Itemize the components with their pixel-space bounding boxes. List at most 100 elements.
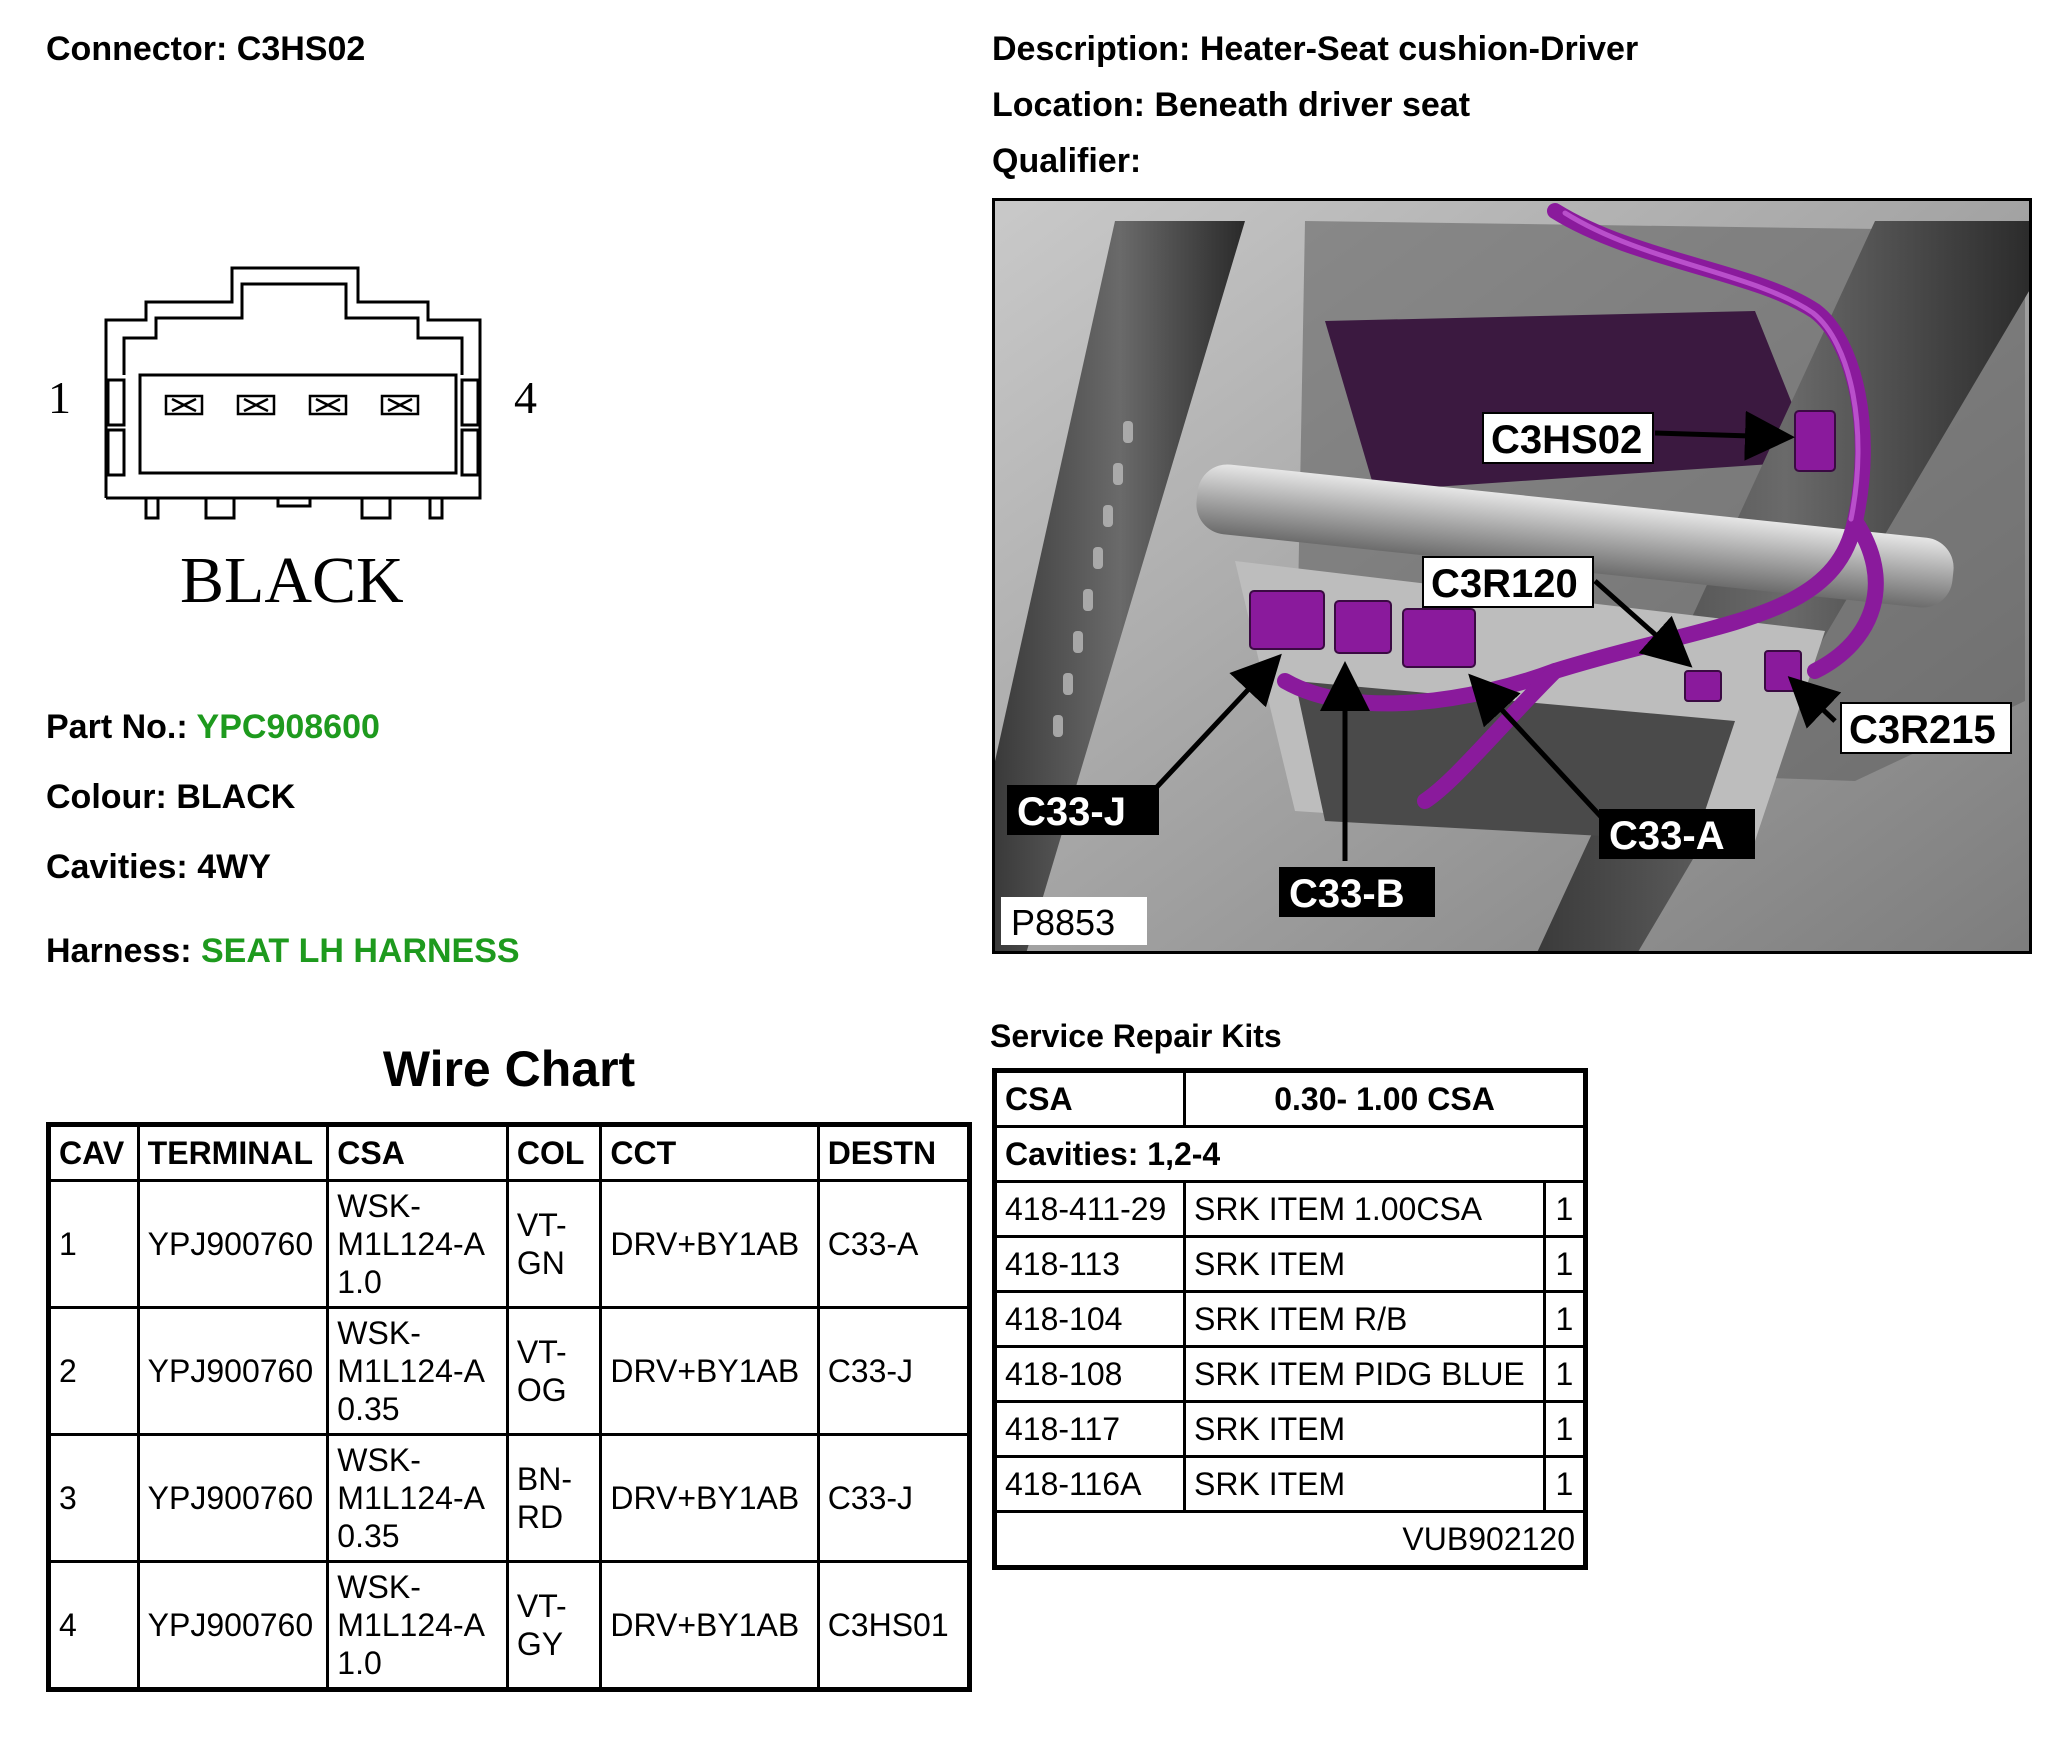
list-item: 418-104 SRK ITEM R/B 1 — [992, 1290, 1588, 1348]
location-photo: C3HS02 C3R120 C3R215 C33-J C33-B C33-A P… — [992, 198, 2032, 954]
srk-csa-row: CSA 0.30- 1.00 CSA — [992, 1069, 1587, 1128]
csa-line-1: WSK- — [337, 1188, 421, 1224]
col-header-cav: CAV — [47, 1123, 140, 1182]
csa-line-3: 1.0 — [337, 1264, 382, 1300]
list-item: 418-117 SRK ITEM 1 — [992, 1400, 1588, 1458]
cavity-4 — [380, 394, 420, 416]
pin-1-label: 1 — [48, 372, 71, 423]
service-kits-title: Service Repair Kits — [990, 1018, 1282, 1054]
srk-cavities: Cavities: 1,2-4 — [993, 1125, 1587, 1183]
cell-destn: C33-A — [816, 1179, 972, 1309]
cell-cct: DRV+BY1AB — [599, 1306, 820, 1436]
cavity-2 — [236, 394, 276, 416]
location-value: Beneath driver seat — [1154, 86, 1471, 124]
colour-value: BLACK — [176, 778, 296, 816]
srk-qty: 1 — [1542, 1290, 1588, 1348]
srk-name: SRK ITEM 1.00CSA — [1183, 1180, 1546, 1238]
srk-csa-value: 0.30- 1.00 CSA — [1183, 1069, 1587, 1128]
srk-code: 418-113 — [992, 1235, 1187, 1293]
csa-line-1: WSK- — [337, 1442, 421, 1478]
cell-cav: 3 — [47, 1433, 140, 1563]
harness-line: Harness: SEAT LH HARNESS — [46, 932, 520, 971]
cell-cct: DRV+BY1AB — [599, 1179, 820, 1309]
srk-code: 418-411-29 — [992, 1180, 1187, 1238]
srk-qty: 1 — [1542, 1235, 1588, 1293]
srk-csa-label: CSA — [992, 1069, 1187, 1128]
cell-terminal: YPJ900760 — [136, 1560, 330, 1691]
csa-line-1: WSK- — [337, 1315, 421, 1351]
cavity-markers — [164, 394, 420, 416]
srk-qty: 1 — [1542, 1345, 1588, 1403]
srk-code: 418-117 — [992, 1400, 1187, 1458]
srk-footer: VUB902120 — [993, 1510, 1587, 1569]
cell-destn: C33-J — [816, 1306, 972, 1436]
srk-code: 418-108 — [992, 1345, 1187, 1403]
cell-destn: C3HS01 — [816, 1560, 972, 1691]
pin-4-label: 4 — [514, 372, 537, 423]
callout-c3r215: C3R215 — [1849, 708, 1996, 752]
cell-destn: C33-J — [816, 1433, 972, 1563]
cell-cct: DRV+BY1AB — [599, 1433, 820, 1563]
service-kits-table: CSA 0.30- 1.00 CSA Cavities: 1,2-4 418-4… — [992, 1068, 1588, 1570]
cell-cct: DRV+BY1AB — [599, 1560, 820, 1691]
photo-reference: P8853 — [1011, 902, 1115, 943]
col-line-1: VT- — [516, 1334, 567, 1370]
srk-code: 418-104 — [992, 1290, 1187, 1348]
colour-label: Colour: — [46, 778, 167, 816]
cavity-3 — [308, 394, 348, 416]
cell-cav: 4 — [47, 1560, 140, 1691]
cell-cav: 1 — [47, 1179, 140, 1309]
connector-heading: Connector: C3HS02 — [46, 30, 365, 69]
csa-line-2: M1L124-A — [337, 1607, 485, 1643]
cavities-value: 4WY — [197, 848, 271, 886]
srk-name: SRK ITEM — [1183, 1235, 1546, 1293]
cell-col: BN-RD — [505, 1433, 603, 1563]
srk-name: SRK ITEM — [1183, 1400, 1546, 1458]
col-line-2: GN — [516, 1245, 565, 1281]
srk-name: SRK ITEM R/B — [1183, 1290, 1546, 1348]
srk-qty: 1 — [1542, 1400, 1588, 1458]
col-header-col: COL — [505, 1123, 603, 1182]
csa-line-2: M1L124-A — [337, 1353, 485, 1389]
list-item: 418-411-29 SRK ITEM 1.00CSA 1 — [992, 1180, 1588, 1238]
srk-qty: 1 — [1542, 1455, 1588, 1513]
wire-chart-header-row: CAV TERMINAL CSA COL CCT DESTN — [47, 1123, 972, 1182]
col-line-2: OG — [516, 1372, 567, 1408]
col-line-2: GY — [516, 1626, 564, 1662]
callout-c33-b: C33-B — [1289, 872, 1405, 916]
connector-colour-text: BLACK — [180, 544, 404, 617]
colour-line: Colour: BLACK — [46, 778, 295, 817]
harness-value[interactable]: SEAT LH HARNESS — [200, 932, 520, 970]
part-no-line: Part No.: YPC908600 — [46, 708, 380, 747]
connector-value: C3HS02 — [236, 30, 366, 68]
cell-col: VT-OG — [505, 1306, 603, 1436]
col-header-cct: CCT — [599, 1123, 820, 1182]
cell-terminal: YPJ900760 — [136, 1306, 330, 1436]
description-value: Heater-Seat cushion-Driver — [1199, 30, 1639, 68]
part-no-value[interactable]: YPC908600 — [196, 708, 380, 746]
location-line: Location: Beneath driver seat — [992, 86, 1470, 125]
qualifier-label: Qualifier: — [992, 142, 1142, 180]
cell-terminal: YPJ900760 — [136, 1433, 330, 1563]
srk-name: SRK ITEM — [1183, 1455, 1546, 1513]
wire-chart-table: CAV TERMINAL CSA COL CCT DESTN 1 YPJ9007… — [46, 1122, 972, 1692]
col-header-csa: CSA — [326, 1123, 509, 1182]
list-item: 418-113 SRK ITEM 1 — [992, 1235, 1588, 1293]
csa-line-3: 1.0 — [337, 1645, 382, 1681]
srk-name: SRK ITEM PIDG BLUE — [1183, 1345, 1546, 1403]
connector-outline — [104, 266, 482, 520]
csa-line-3: 0.35 — [337, 1518, 400, 1554]
col-line-1: VT- — [516, 1207, 567, 1243]
callout-c3r120: C3R120 — [1431, 562, 1578, 606]
col-line-1: VT- — [516, 1588, 567, 1624]
description-line: Description: Heater-Seat cushion-Driver — [992, 30, 1638, 69]
wire-chart-title: Wire Chart — [382, 1041, 636, 1097]
connector-face-diagram: 1 4 BLACK — [48, 266, 537, 617]
list-item: 418-108 SRK ITEM PIDG BLUE 1 — [992, 1345, 1588, 1403]
col-header-destn: DESTN — [816, 1123, 972, 1182]
